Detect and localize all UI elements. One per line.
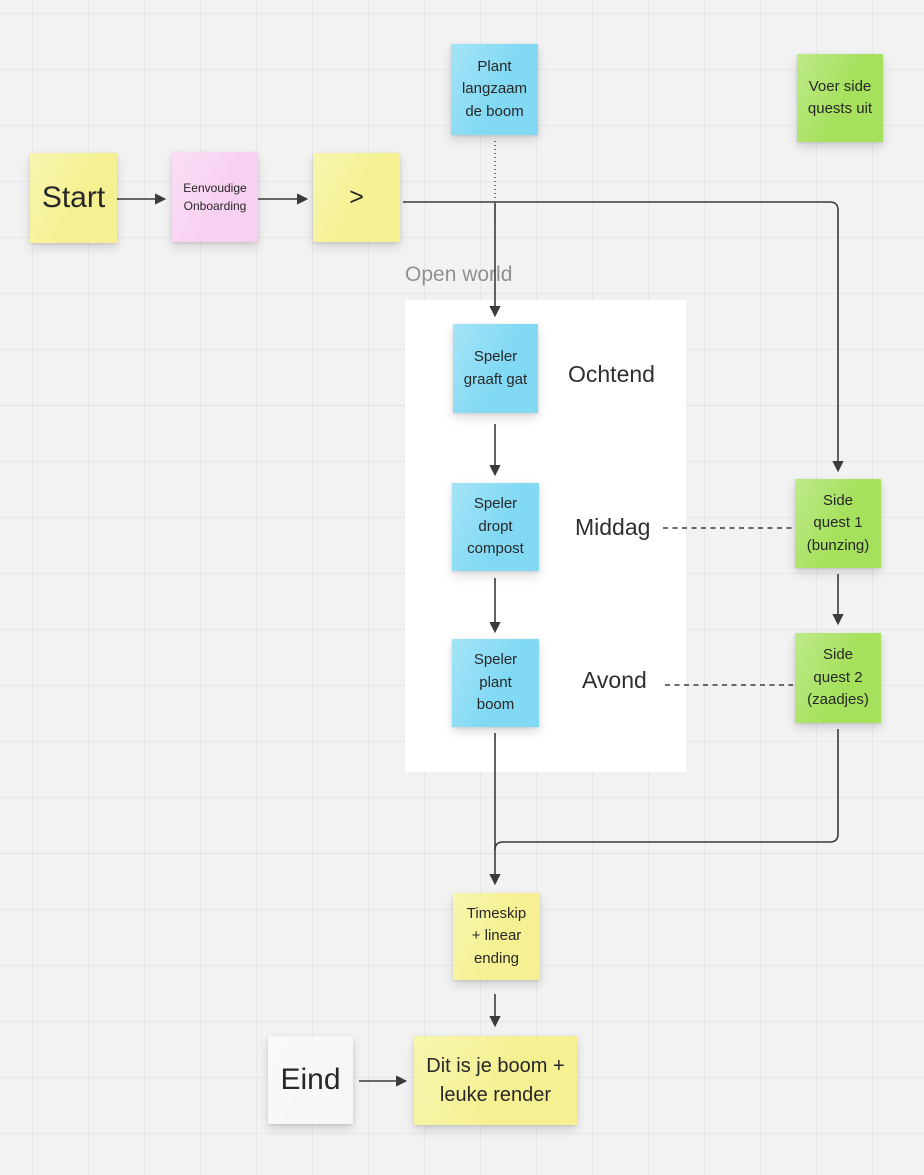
sticky-timeskip-linear-ending-text: Timeskip + linear ending [466, 904, 527, 967]
sticky-plant-langzaam-de-boom[interactable]: Plant langzaam de boom [451, 44, 538, 135]
sticky-start[interactable]: Start [30, 153, 117, 243]
connector-gate-to-sidequest1[interactable] [403, 201, 844, 473]
sticky-plant-langzaam-de-boom-text: Plant langzaam de boom [461, 57, 528, 120]
connector-sidequest2-to-timeskip[interactable] [494, 729, 839, 851]
sticky-dit-is-je-boom[interactable]: Dit is je boom + leuke render [414, 1036, 577, 1125]
sticky-voer-side-quests-uit[interactable]: Voer side quests uit [797, 54, 883, 142]
sticky-speler-plant-boom-text: Speler plant boom [473, 651, 518, 714]
sticky-speler-dropt-compost[interactable]: Speler dropt compost [452, 483, 539, 571]
frame-open-world-title[interactable]: Open world [405, 263, 513, 286]
label-ochtend[interactable]: Ochtend [568, 361, 655, 387]
label-middag[interactable]: Middag [575, 514, 651, 540]
sticky-side-quest-1[interactable]: Side quest 1 (bunzing) [795, 479, 881, 568]
sticky-side-quest-1-text: Side quest 1 (bunzing) [806, 491, 870, 554]
sticky-speler-graaft-gat[interactable]: Speler graaft gat [453, 324, 538, 413]
sticky-gate[interactable]: > [313, 153, 400, 242]
sticky-gate-text: > [349, 182, 364, 211]
sticky-eenvoudige-onboarding-text: Eenvoudige Onboarding [183, 181, 247, 213]
sticky-timeskip-linear-ending[interactable]: Timeskip + linear ending [453, 893, 540, 980]
sticky-side-quest-2-text: Side quest 2 (zaadjes) [807, 646, 869, 709]
frame-open-world[interactable] [405, 300, 686, 772]
sticky-speler-plant-boom[interactable]: Speler plant boom [452, 639, 539, 727]
sticky-dit-is-je-boom-text: Dit is je boom + leuke render [426, 1054, 565, 1106]
label-avond[interactable]: Avond [582, 667, 647, 693]
grid-major-line [0, 853, 924, 854]
sticky-start-text: Start [41, 181, 106, 214]
sticky-eenvoudige-onboarding[interactable]: Eenvoudige Onboarding [172, 152, 258, 242]
sticky-eind[interactable]: Eind [268, 1036, 353, 1124]
sticky-side-quest-2[interactable]: Side quest 2 (zaadjes) [795, 633, 881, 723]
sticky-eind-text: Eind [280, 1063, 341, 1096]
sticky-speler-graaft-gat-text: Speler graaft gat [463, 348, 528, 388]
sticky-voer-side-quests-uit-text: Voer side quests uit [807, 77, 873, 118]
sticky-speler-dropt-compost-text: Speler dropt compost [467, 495, 524, 558]
